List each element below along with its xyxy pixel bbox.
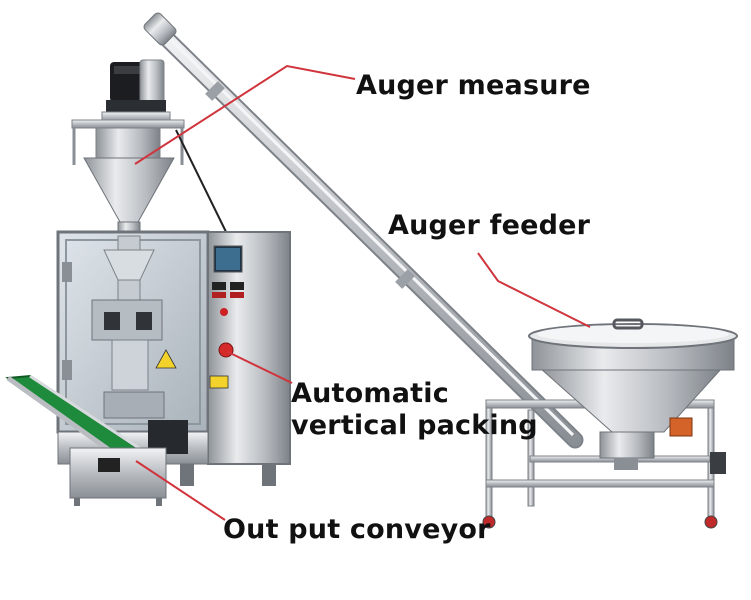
label-output-conveyor: Out put conveyor — [223, 514, 491, 545]
leader-line-auger-feeder — [477, 252, 591, 328]
leader-line-packing — [227, 351, 293, 384]
label-auger-feeder: Auger feeder — [388, 210, 591, 241]
leader-line-auger-measure — [134, 64, 356, 165]
auger-measure-hopper — [71, 119, 231, 241]
label-auger-measure: Auger measure — [356, 70, 591, 101]
label-automatic-vertical-packing: Automatic vertical packing — [291, 378, 538, 442]
label-packing-line-2: vertical packing — [291, 410, 538, 441]
vertical-packing-machine — [56, 230, 291, 486]
auger-feeder-hopper — [482, 318, 738, 529]
leader-lines — [134, 64, 591, 521]
servo-motor — [101, 59, 171, 123]
leader-line-conveyor — [135, 460, 226, 521]
output-conveyor — [5, 374, 167, 506]
label-packing-line-1: Automatic — [291, 378, 449, 409]
auger-feeder-tube — [143, 12, 584, 449]
